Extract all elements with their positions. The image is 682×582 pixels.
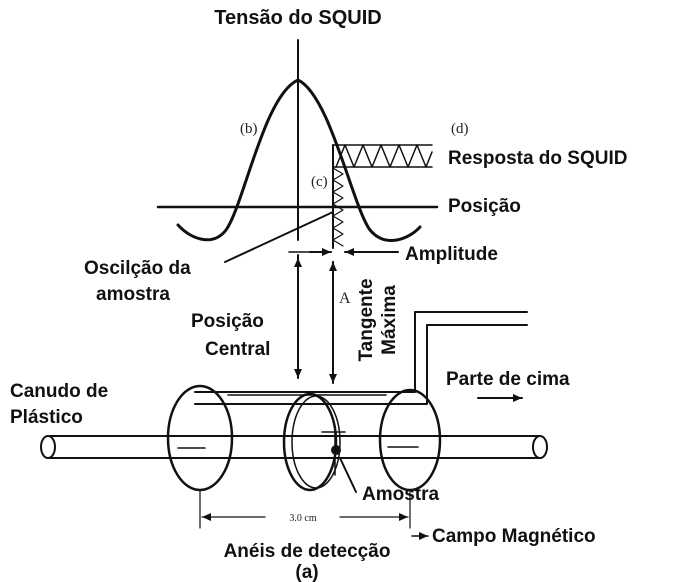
curve-label-b: (b) <box>240 121 258 137</box>
detection-apparatus <box>40 311 548 529</box>
straw-right-end <box>532 435 548 459</box>
plastic-straw-label-2: Plástico <box>10 407 83 428</box>
curve-label-d: (d) <box>451 121 469 137</box>
central-position-label-2: Central <box>205 339 270 360</box>
max-tangent-label-1: Tangente <box>356 278 377 361</box>
top-direction-label: Parte de cima <box>446 369 570 390</box>
detection-ring-center <box>282 392 338 492</box>
sample-dot <box>331 445 341 455</box>
sample-oscillation-trace <box>332 167 344 247</box>
central-position-label-1: Posição <box>191 311 264 332</box>
detection-ring-left <box>166 384 234 492</box>
squid-response-label: Resposta do SQUID <box>448 148 627 169</box>
squid-response-plot <box>156 39 439 263</box>
sample-label: Amostra <box>362 484 440 505</box>
plastic-straw <box>49 435 541 459</box>
position-label: Posição <box>448 196 521 217</box>
dimension-label: 3.0 cm <box>289 513 316 524</box>
max-tangent-label-2: Máxima <box>379 285 400 355</box>
amplitude-label: Amplitude <box>405 244 498 265</box>
squid-response-oscillation <box>335 144 433 168</box>
sample-oscillation-label-2: amostra <box>96 284 170 305</box>
detection-rings-label: Anéis de detecção <box>224 541 391 562</box>
magnetic-field-label: Campo Magnético <box>432 526 596 547</box>
curve-label-c: (c) <box>311 174 328 190</box>
straw-left-end <box>40 435 56 459</box>
plastic-straw-label-1: Canudo de <box>10 381 108 402</box>
sample-oscillation-label-1: Oscilção da <box>84 258 191 279</box>
coil-wire-lead <box>194 311 528 405</box>
oscillation-pointer <box>224 211 334 263</box>
sample-pointer <box>339 457 357 493</box>
figure-caption: (a) <box>295 562 318 582</box>
squid-voltage-label: Tensão do SQUID <box>214 7 381 29</box>
a-marker-label: A <box>339 290 351 307</box>
